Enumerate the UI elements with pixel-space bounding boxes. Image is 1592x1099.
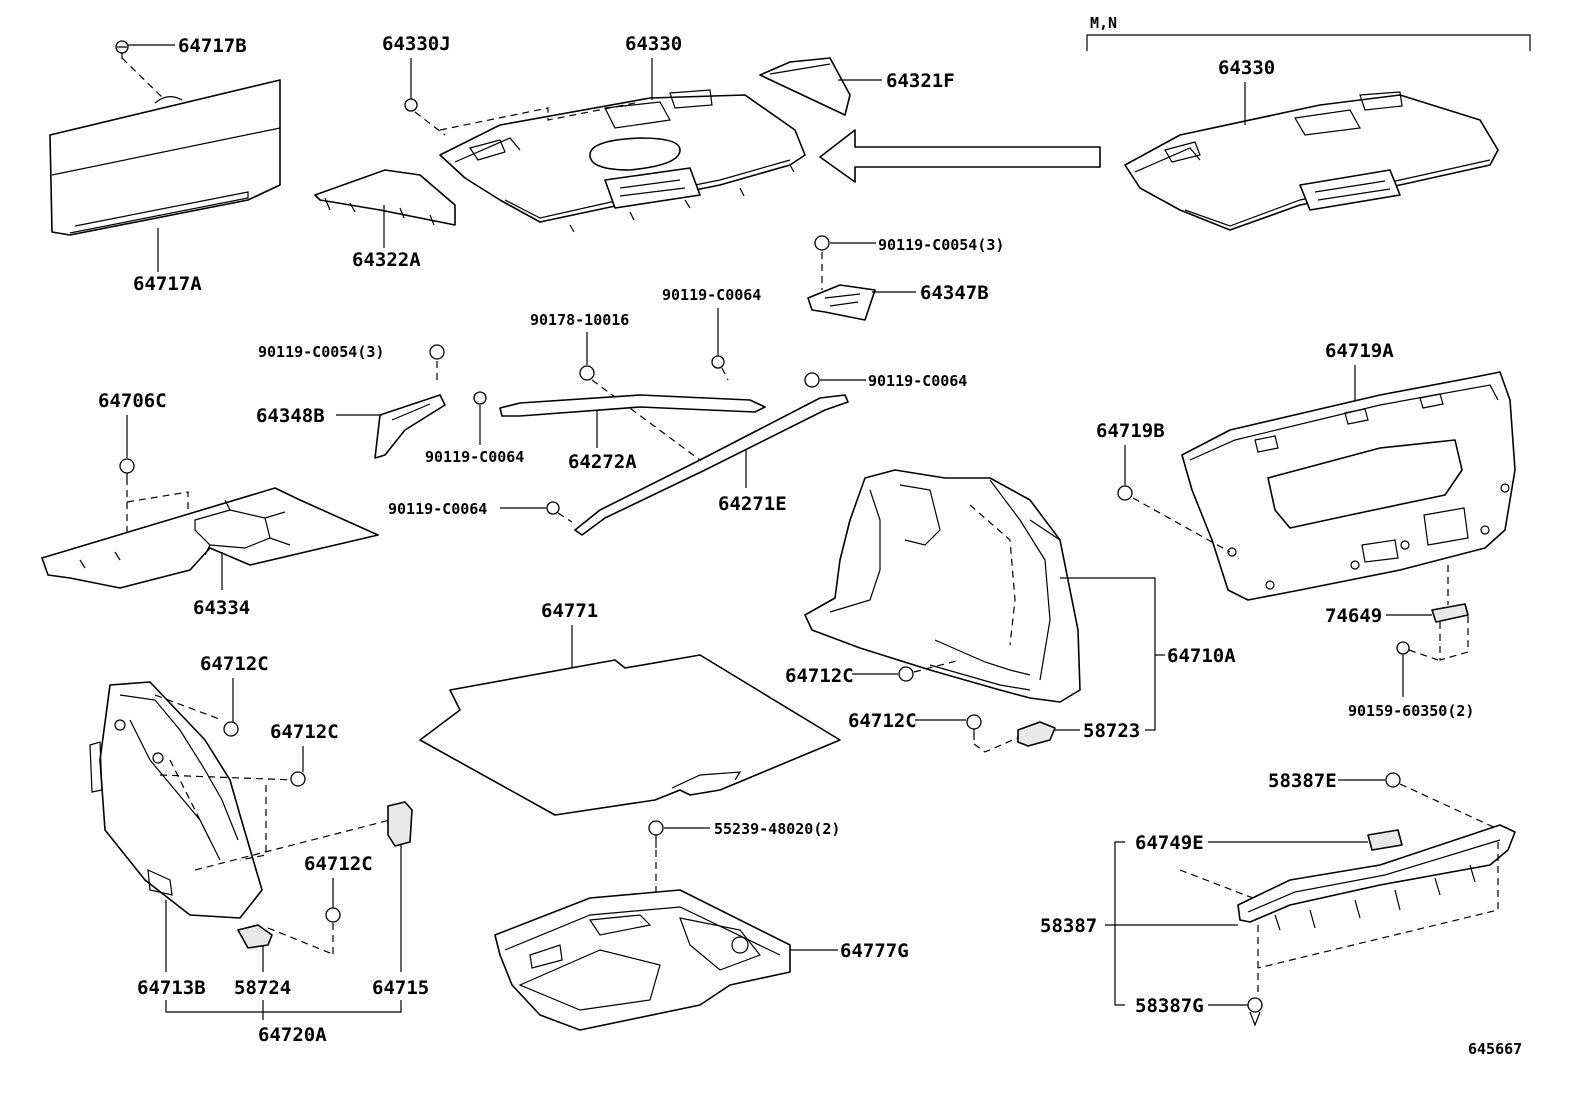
label-64334: 64334 — [193, 597, 250, 619]
clip-58387E[interactable] — [1385, 772, 1501, 831]
clip-64717B[interactable] — [115, 40, 175, 101]
nut-90178-10016[interactable] — [579, 365, 595, 381]
label-58387G: 58387G — [1135, 995, 1204, 1017]
label-64272A: 64272A — [568, 451, 637, 473]
part-64321F[interactable] — [759, 57, 851, 116]
label-55239-48020: 55239-48020(2) — [714, 820, 840, 838]
label-74649: 74649 — [1325, 605, 1382, 627]
label-90119-C0054-top: 90119-C0054(3) — [878, 236, 1004, 254]
label-64348B: 64348B — [256, 405, 325, 427]
clip-64719B[interactable] — [1117, 485, 1231, 553]
part-64777G-tray[interactable] — [494, 889, 791, 1031]
bolt-90119-C0054-top[interactable] — [814, 235, 876, 290]
label-64712C-d: 64712C — [270, 721, 339, 743]
label-58387: 58387 — [1040, 915, 1097, 937]
document-id: 645667 — [1468, 1040, 1522, 1058]
part-64717A-panel[interactable] — [49, 79, 281, 236]
part-64715[interactable] — [387, 801, 413, 847]
clip-64712C-e[interactable] — [325, 907, 341, 955]
label-90159-60350: 90159-60350(2) — [1348, 702, 1474, 720]
label-90119-C0064-b: 90119-C0064 — [425, 448, 524, 466]
clip-64712C-d[interactable] — [290, 771, 306, 787]
label-64347B: 64347B — [920, 282, 989, 304]
label-64712C-a: 64712C — [785, 665, 854, 687]
part-64271E[interactable] — [574, 394, 849, 536]
part-74649[interactable] — [1431, 603, 1469, 623]
part-64719A[interactable] — [1181, 371, 1516, 601]
label-64720A: 64720A — [258, 1024, 327, 1046]
label-64712C-e: 64712C — [304, 853, 373, 875]
part-64749E[interactable] — [1367, 829, 1403, 851]
bolt-90119-C0064-d[interactable] — [546, 501, 573, 523]
direction-arrow — [819, 129, 1101, 183]
part-64710A[interactable] — [804, 469, 1081, 703]
label-64330J: 64330J — [382, 33, 451, 55]
label-58724: 58724 — [234, 977, 291, 999]
label-64330-right: 64330 — [1218, 57, 1275, 79]
label-64271E: 64271E — [718, 493, 787, 515]
label-64749E: 64749E — [1135, 832, 1204, 854]
label-64713B: 64713B — [137, 977, 206, 999]
label-90119-C0064-c: 90119-C0064 — [868, 372, 967, 390]
part-64347B[interactable] — [807, 284, 876, 321]
part-64771-mat[interactable] — [419, 654, 841, 816]
bolt-90119-C0054-left[interactable] — [429, 344, 445, 385]
clip-64712C-a[interactable] — [898, 659, 961, 682]
bolt-90119-C0064-a[interactable] — [711, 355, 729, 381]
part-64334-mat[interactable] — [41, 487, 379, 589]
part-58387-plate[interactable] — [1237, 824, 1516, 931]
label-64719B: 64719B — [1096, 420, 1165, 442]
bolt-90119-C0064-c[interactable] — [804, 372, 820, 388]
label-64719A: 64719A — [1325, 340, 1394, 362]
label-64771: 64771 — [541, 600, 598, 622]
label-90119-C0054-left: 90119-C0054(3) — [258, 343, 384, 361]
screw-90159-60350[interactable] — [1396, 641, 1439, 661]
label-64322A: 64322A — [352, 249, 421, 271]
label-64321F: 64321F — [886, 70, 955, 92]
clip-64330J[interactable] — [404, 58, 446, 136]
clip-64712C-c[interactable] — [223, 721, 239, 737]
label-64717B: 64717B — [178, 35, 247, 57]
label-58723: 58723 — [1083, 720, 1140, 742]
label-64712C-c: 64712C — [200, 653, 269, 675]
label-64777G: 64777G — [840, 940, 909, 962]
label-64712C-b: 64712C — [848, 710, 917, 732]
part-64330-left[interactable] — [439, 89, 806, 233]
clip-64712C-b[interactable] — [966, 714, 1023, 753]
clip-58387G[interactable] — [1247, 997, 1263, 1027]
label-64715: 64715 — [372, 977, 429, 999]
label-58387E: 58387E — [1268, 770, 1337, 792]
part-64330-right[interactable] — [1124, 91, 1499, 231]
part-58723[interactable] — [1017, 721, 1056, 747]
label-64710A: 64710A — [1167, 645, 1236, 667]
part-64272A[interactable] — [499, 394, 766, 417]
part-64322A[interactable] — [314, 169, 456, 226]
part-64348B[interactable] — [374, 394, 446, 459]
part-64713B[interactable] — [89, 681, 263, 919]
label-90119-C0064-d: 90119-C0064 — [388, 500, 487, 518]
label-90178-10016: 90178-10016 — [530, 311, 629, 329]
label-64330-left: 64330 — [625, 33, 682, 55]
variant-bracket: M,N — [1086, 14, 1531, 51]
part-58724[interactable] — [237, 924, 273, 949]
label-64717A: 64717A — [133, 273, 202, 295]
label-90119-C0064-a: 90119-C0064 — [662, 286, 761, 304]
bolt-90119-C0064-b[interactable] — [473, 391, 487, 405]
clip-64706C[interactable] — [119, 458, 135, 485]
variant-label: M,N — [1090, 14, 1117, 32]
label-64706C: 64706C — [98, 390, 167, 412]
